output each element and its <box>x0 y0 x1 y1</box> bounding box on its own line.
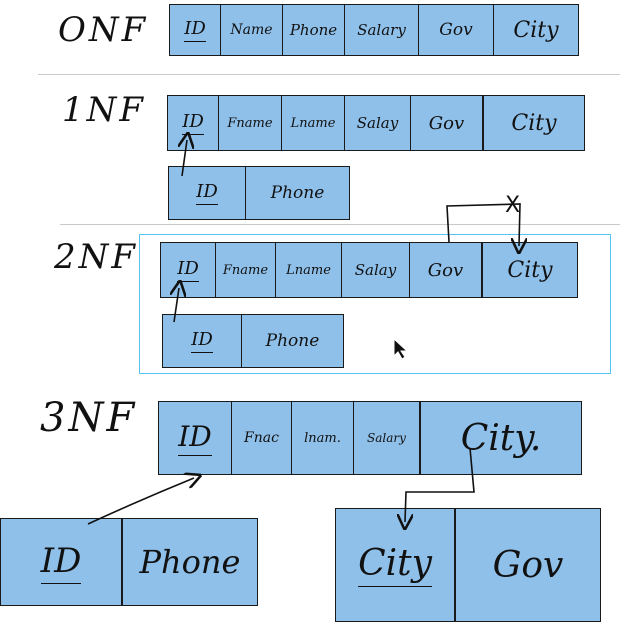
cell-1nf-id: ID <box>168 96 218 150</box>
table-0nf: ID Name Phone Salary Gov City <box>169 4 579 56</box>
table-2nf-main: ID Fname Lname Salay Gov City <box>160 242 578 298</box>
table-3nf-phone: ID Phone <box>0 518 258 606</box>
cell-1nf-lname: Lname <box>281 96 344 150</box>
cell-0nf-city: City <box>493 5 578 55</box>
table-3nf-main: ID Fnac lnam. Salary City. <box>158 401 582 475</box>
divider-0nf-1nf <box>38 74 620 75</box>
cell-3nf-phone-phone: Phone <box>121 519 257 605</box>
cell-0nf-name: Name <box>220 5 282 55</box>
cell-3nf-city: City. <box>419 402 581 474</box>
cell-3nf-city-city: City <box>336 509 454 621</box>
cell-2nf-fname: Fname <box>215 243 275 297</box>
cell-3nf-fname: Fnac <box>231 402 291 474</box>
table-1nf-phone: ID Phone <box>168 166 350 220</box>
cell-3nf-id: ID <box>159 402 231 474</box>
label-1nf: 1NF <box>62 90 146 130</box>
table-3nf-city: City Gov <box>335 508 601 622</box>
selection-box-2nf[interactable] <box>139 234 611 374</box>
cell-1nf-fname: Fname <box>218 96 281 150</box>
cell-2nf-id: ID <box>161 243 215 297</box>
cell-1nf-salay: Salay <box>344 96 410 150</box>
cell-0nf-gov: Gov <box>418 5 493 55</box>
cell-2nf-city: City <box>481 243 577 297</box>
cell-1nf-city: City <box>482 96 584 150</box>
cell-0nf-id: ID <box>170 5 220 55</box>
cell-0nf-salary: Salary <box>344 5 418 55</box>
label-0nf: ONF <box>58 10 149 50</box>
cell-1nf-phone-id: ID <box>169 167 245 219</box>
cell-2nf-phone-id: ID <box>163 315 241 367</box>
label-2nf: 2NF <box>54 237 138 277</box>
label-3nf: 3NF <box>40 395 138 441</box>
cell-3nf-salary: Salary <box>353 402 419 474</box>
cell-2nf-gov: Gov <box>409 243 481 297</box>
divider-1nf-2nf <box>60 224 620 225</box>
table-2nf-phone: ID Phone <box>162 314 344 368</box>
mouse-cursor-icon <box>393 338 409 360</box>
cell-3nf-phone-id: ID <box>1 519 121 605</box>
cell-1nf-gov: Gov <box>410 96 482 150</box>
cell-1nf-phone-phone: Phone <box>245 167 349 219</box>
cell-2nf-salay: Salay <box>341 243 409 297</box>
cell-2nf-lname: Lname <box>275 243 341 297</box>
dependency-cross-mark: X <box>505 193 521 218</box>
cell-3nf-lname: lnam. <box>291 402 353 474</box>
cell-3nf-city-gov: Gov <box>454 509 600 621</box>
cell-0nf-phone: Phone <box>282 5 344 55</box>
table-1nf-main: ID Fname Lname Salay Gov City <box>167 95 585 151</box>
cell-2nf-phone-phone: Phone <box>241 315 343 367</box>
